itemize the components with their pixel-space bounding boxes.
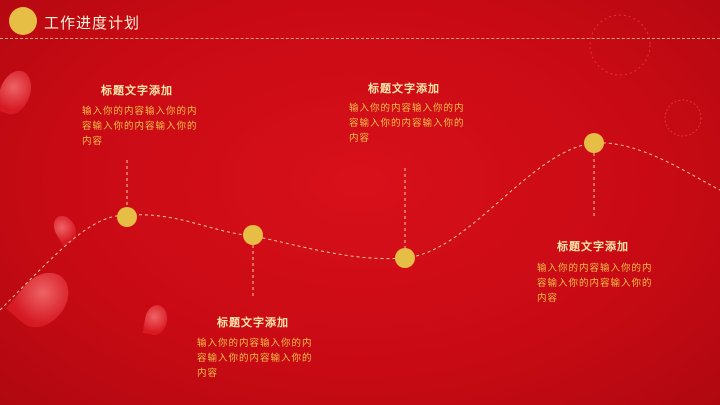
milestone-dot	[243, 225, 263, 245]
milestone-body: 输入你的内容输入你的内容输入你的内容输入你的内容	[537, 263, 653, 304]
milestone-body: 输入你的内容输入你的内容输入你的内容输入你的内容	[197, 338, 313, 379]
page-title: 工作进度计划	[44, 14, 141, 32]
milestone-body: 输入你的内容输入你的内容输入你的内容输入你的内容	[82, 106, 198, 147]
milestone-dot	[117, 207, 137, 227]
header-dot-icon	[9, 7, 37, 35]
header-divider	[0, 38, 720, 39]
milestone-body: 输入你的内容输入你的内容输入你的内容输入你的内容	[349, 103, 465, 144]
milestone-title: 标题文字添加	[368, 82, 440, 95]
firework-decoration	[589, 14, 702, 137]
milestone-dot	[395, 248, 415, 268]
milestone-title: 标题文字添加	[557, 240, 629, 253]
milestone-title: 标题文字添加	[217, 316, 289, 329]
milestone-dot	[584, 133, 604, 153]
milestone-title: 标题文字添加	[101, 84, 173, 97]
